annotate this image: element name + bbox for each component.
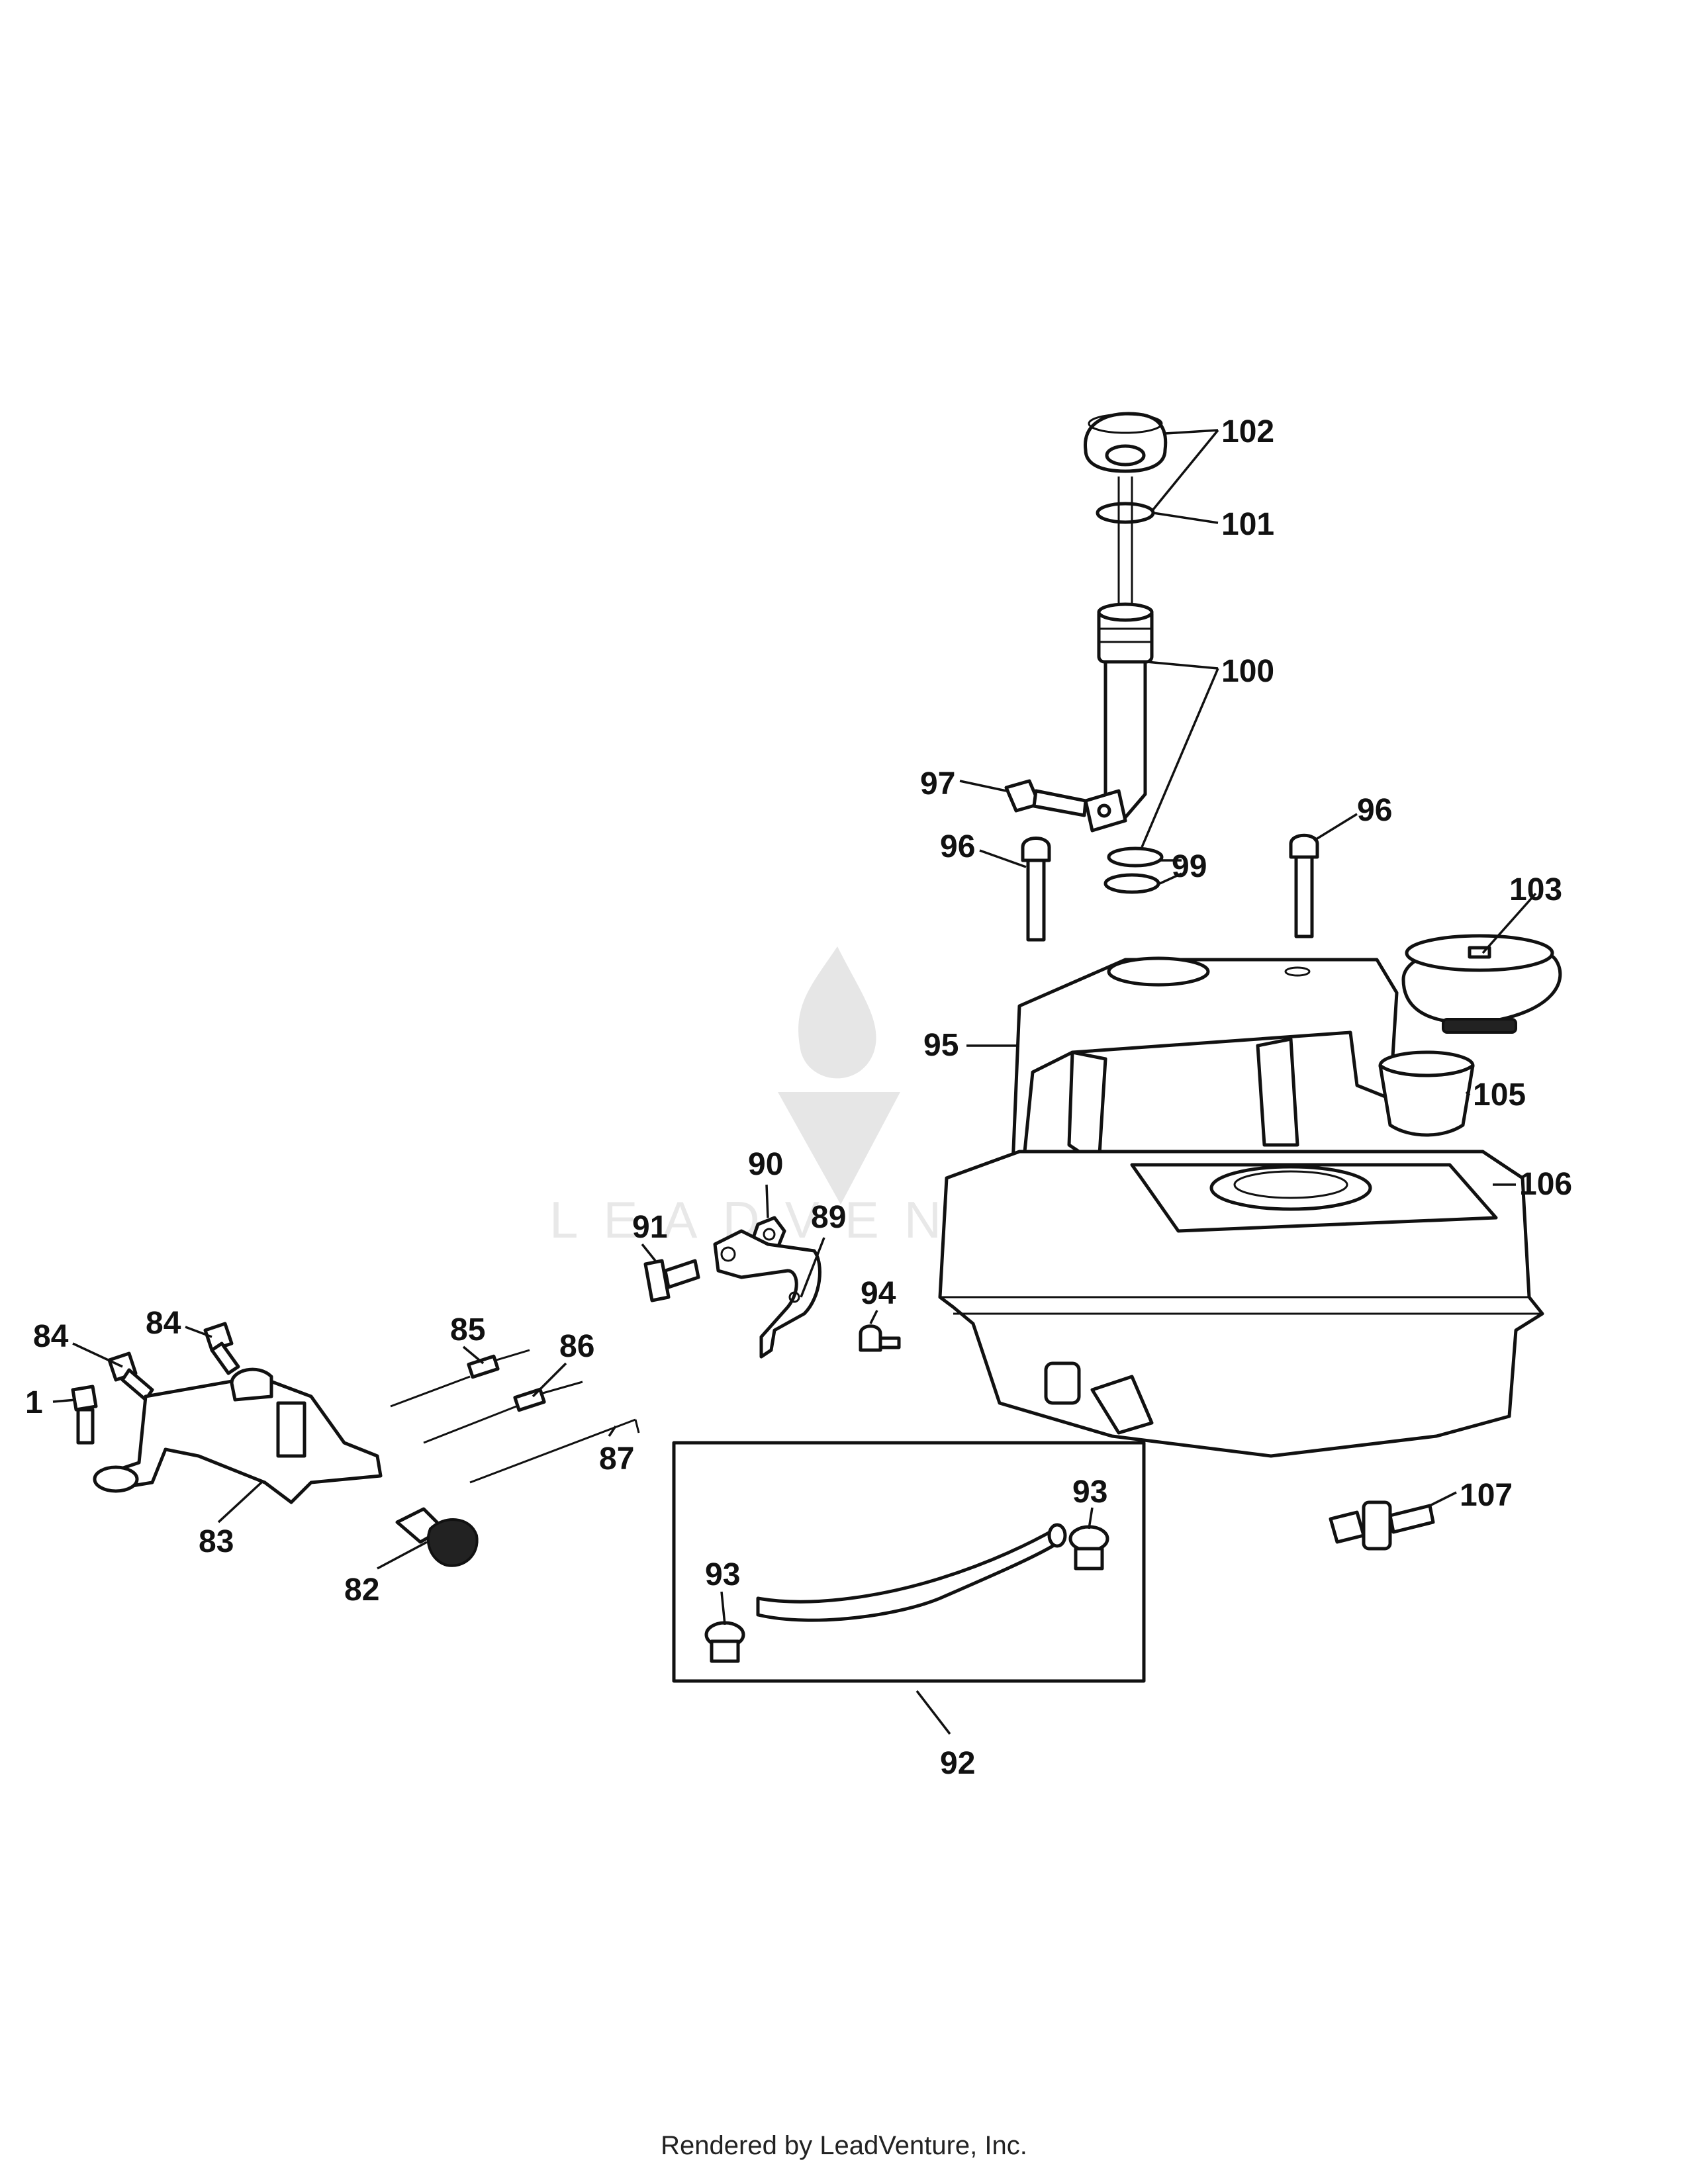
bolt-84-right [203,1322,240,1375]
callout-95: 95 [923,1028,959,1063]
hose-kit-box-92 [672,1441,1146,1683]
bolt-91 [643,1259,700,1302]
tank-cover-95 [1011,956,1399,1173]
callout-83: 83 [199,1524,234,1559]
hose-clamp-93-right [1068,1525,1109,1570]
callout-86: 86 [559,1329,594,1364]
callout-93-right: 93 [1072,1475,1107,1510]
spring-86 [423,1381,583,1444]
callout-84-right: 84 [146,1306,181,1341]
bolt-1 [71,1385,98,1445]
callout-93-left: 93 [705,1557,740,1592]
callout-89: 89 [811,1200,846,1235]
hose-clamp-93-left [704,1621,745,1663]
oil-fill-tube-100 [1084,477,1154,833]
callout-102: 102 [1221,414,1274,449]
callout-90: 90 [748,1147,783,1182]
fuel-cap-103 [1401,934,1562,1034]
callout-1: 1 [25,1385,43,1420]
leader-lines [52,429,1537,1735]
callout-91: 91 [632,1210,667,1245]
oil-fill-cap-102 [1084,412,1168,473]
callout-87: 87 [599,1441,634,1477]
callout-99: 99 [1172,849,1207,884]
fuel-strainer-105 [1378,1050,1475,1137]
bolt-96-left [1021,837,1051,942]
callout-97: 97 [920,766,955,801]
callout-92: 92 [940,1746,975,1781]
callout-labels: 102 101 100 97 96 99 96 103 95 105 106 9… [25,414,1572,1781]
washer-99a [1107,846,1164,868]
fuel-tank-106 [938,1150,1544,1458]
callout-103: 103 [1509,872,1562,907]
callout-100: 100 [1221,654,1274,689]
callout-85: 85 [450,1312,485,1347]
callout-96-left: 96 [940,829,975,864]
screw-94 [859,1324,901,1352]
knob-82 [395,1507,479,1567]
callout-94: 94 [861,1276,896,1311]
callout-107: 107 [1460,1478,1513,1513]
bolt-84-left [107,1351,154,1402]
fuel-valve-107 [1329,1500,1435,1551]
fuel-hose [756,1523,1067,1622]
callout-105: 105 [1473,1077,1526,1113]
callout-96-right: 96 [1357,793,1392,828]
callout-106: 106 [1519,1167,1572,1202]
o-ring-101 [1096,502,1155,524]
spring-85 [390,1349,530,1408]
callout-84-left: 84 [33,1319,69,1354]
bolt-96-right [1289,833,1319,938]
bracket-89 [713,1229,821,1359]
bolt-97 [1004,779,1088,817]
washer-99b [1103,873,1160,894]
control-bracket-83 [93,1367,383,1504]
link-87 [469,1418,640,1484]
callout-82: 82 [344,1572,379,1608]
callout-101: 101 [1221,507,1274,542]
footer-credit: Rendered by LeadVenture, Inc. [661,2131,1027,2160]
